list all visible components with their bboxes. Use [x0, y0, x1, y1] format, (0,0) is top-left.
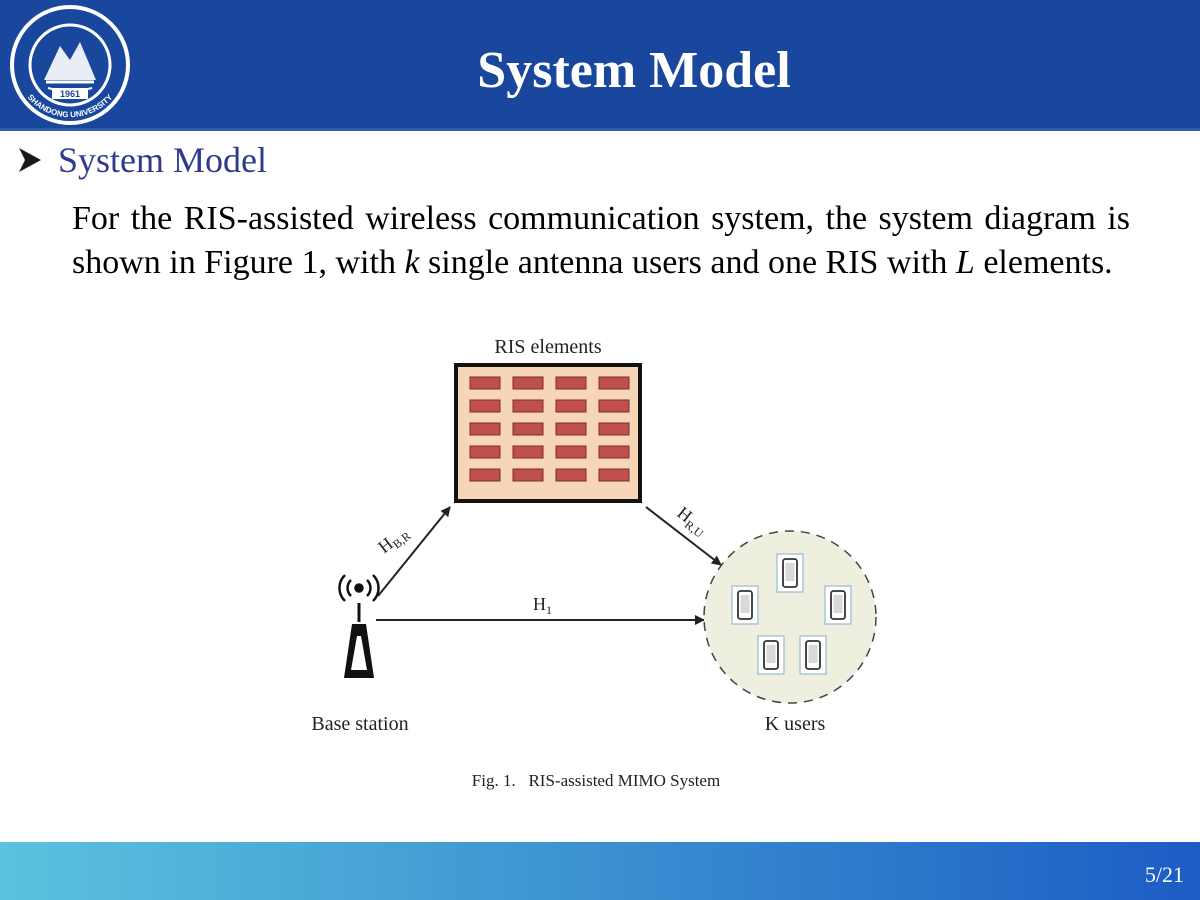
variable-k: k: [404, 244, 420, 281]
user-phone-icon: [731, 585, 759, 625]
ris-element: [469, 399, 501, 413]
ris-element: [555, 445, 587, 459]
university-logo: 1961 SHANDONG UNIVERSITY: [10, 5, 130, 125]
section-bullet: System Model: [14, 138, 267, 182]
ris-element: [469, 445, 501, 459]
ris-element: [555, 376, 587, 390]
users-label: K users: [765, 713, 826, 735]
ris-element: [555, 399, 587, 413]
slide-title: System Model: [477, 42, 791, 99]
users-cluster: [703, 530, 877, 704]
section-heading: System Model: [58, 140, 268, 180]
ris-element: [512, 376, 544, 390]
bullet-arrow-icon: [19, 148, 41, 172]
user-phone-icon: [799, 635, 827, 675]
user-phone-icon: [824, 585, 852, 625]
slide-header: [0, 0, 1200, 128]
base-station-label: Base station: [311, 713, 408, 735]
page-number: 5/21: [1144, 862, 1184, 887]
label-h-1: H1: [533, 594, 552, 617]
ris-element: [469, 422, 501, 436]
base-station-tower-icon: [344, 603, 374, 678]
ris-element: [598, 399, 630, 413]
user-phone-icon: [757, 635, 785, 675]
user-phone-icon: [776, 553, 804, 593]
header-divider: [0, 128, 1200, 131]
ris-element: [469, 376, 501, 390]
label-h-br: HB,R: [374, 522, 413, 560]
ris-element: [598, 468, 630, 482]
ris-element: [469, 468, 501, 482]
ris-element: [598, 445, 630, 459]
figure-caption: Fig. 1. RIS-assisted MIMO System: [472, 771, 720, 790]
antenna-signal-icon: [338, 574, 380, 602]
body-paragraph: For the RIS-assisted wireless communicat…: [72, 200, 1130, 281]
arrow-ris-to-users: [645, 506, 722, 566]
label-h-ru: HR,U: [672, 502, 712, 540]
ris-element: [598, 422, 630, 436]
ris-element-grid: [469, 376, 630, 482]
ris-label: RIS elements: [494, 336, 601, 358]
variable-L: L: [955, 244, 975, 281]
ris-element: [512, 422, 544, 436]
ris-element: [555, 468, 587, 482]
ris-element: [555, 422, 587, 436]
svg-text:1961: 1961: [60, 89, 80, 99]
user-devices: [731, 553, 852, 675]
ris-element: [512, 468, 544, 482]
ris-element: [512, 399, 544, 413]
ris-element: [512, 445, 544, 459]
arrow-base-to-ris: [377, 506, 451, 597]
ris-element: [598, 376, 630, 390]
slide-footer: 5/21: [0, 842, 1200, 900]
